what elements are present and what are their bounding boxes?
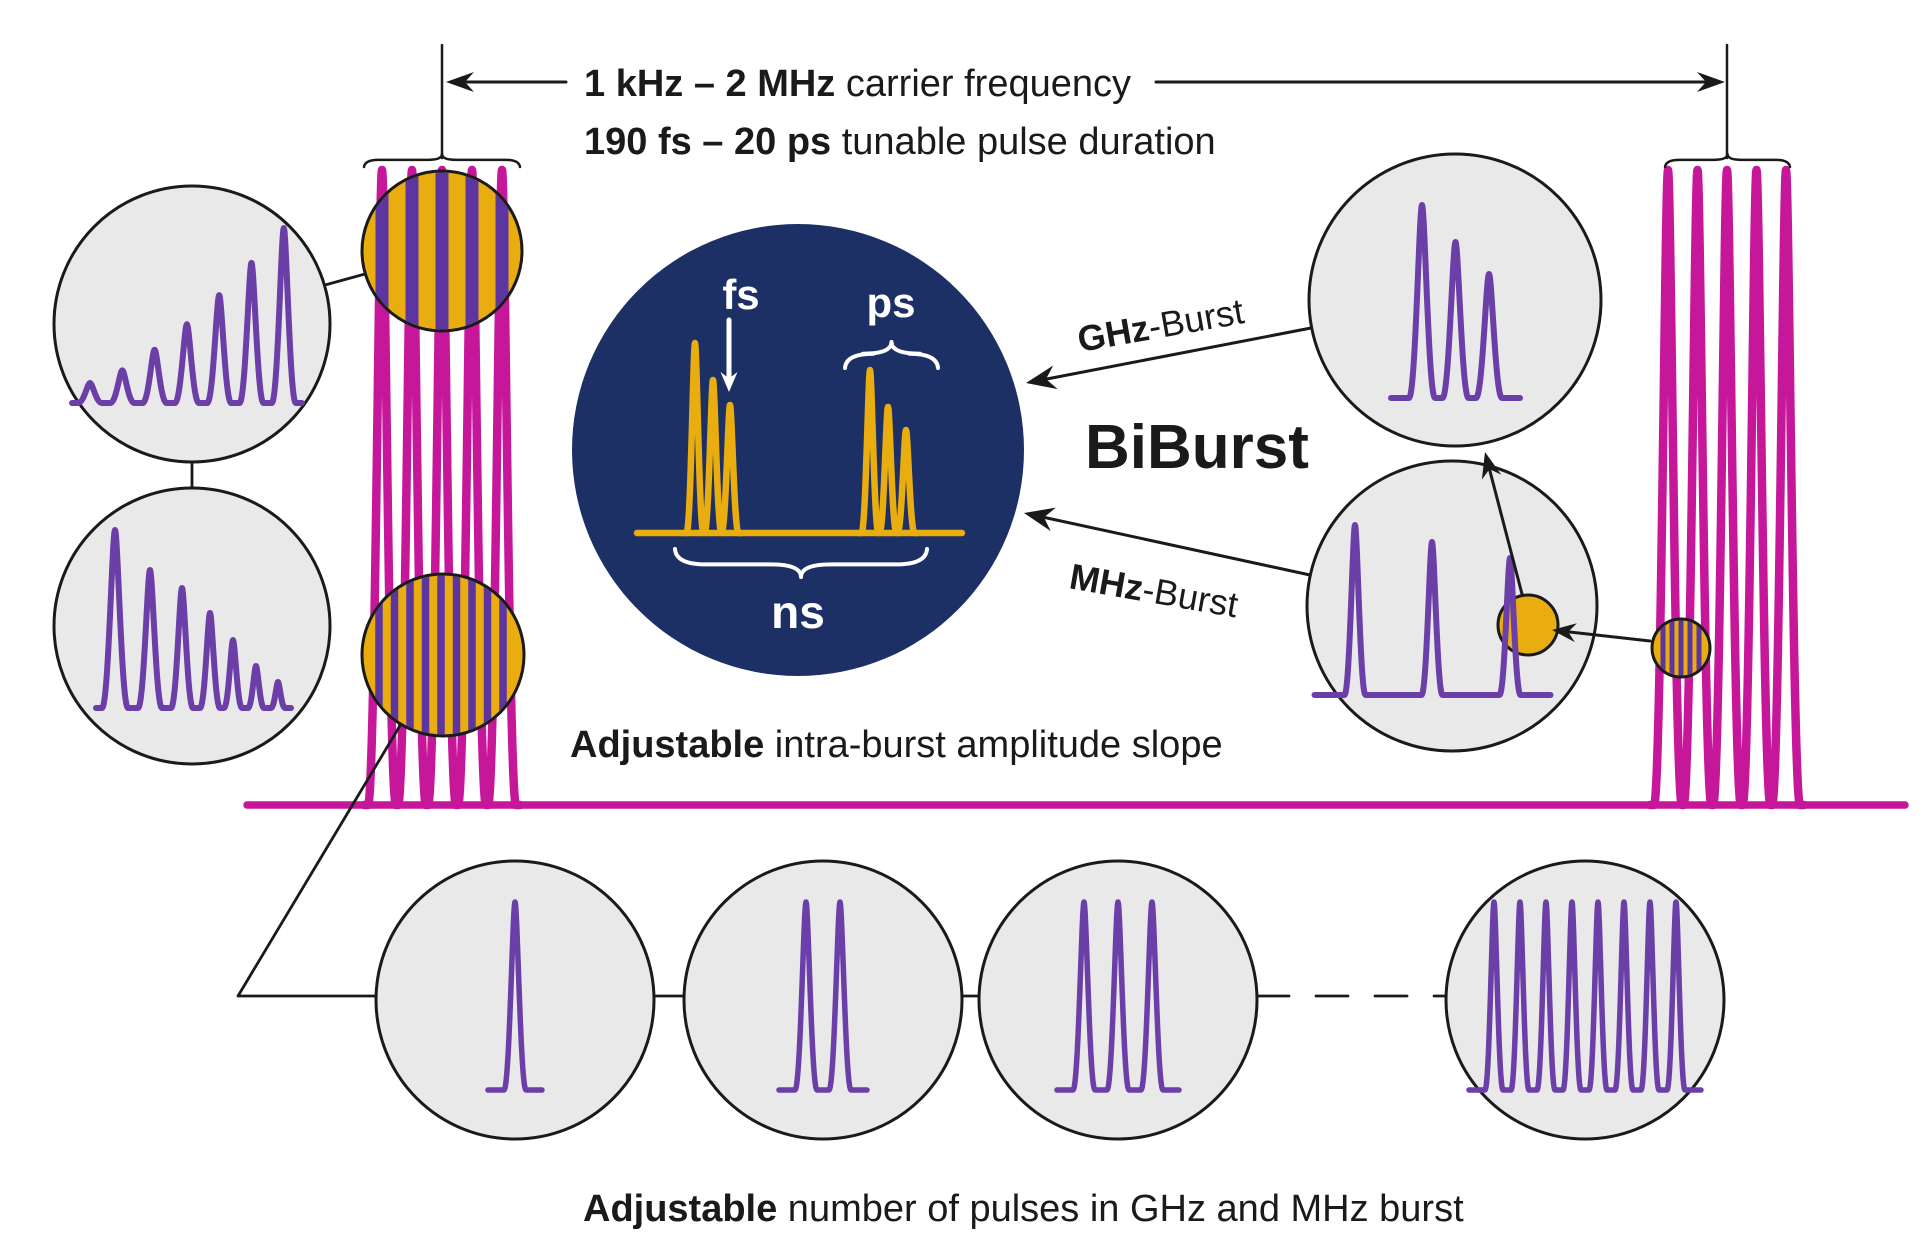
amplitude-slope-circles xyxy=(52,184,367,766)
biburst-blue-circle xyxy=(572,224,1024,676)
pulse-count-pulses-3 xyxy=(1054,899,1182,1093)
burst-arrows xyxy=(1024,326,1313,577)
top-annotation xyxy=(362,43,1792,169)
pulse-count-pulses-8 xyxy=(1466,899,1704,1093)
amplitude-slope-caption: Adjustable intra-burst amplitude slope xyxy=(570,724,1223,766)
ps-label: ps xyxy=(866,279,915,326)
magnifier-to-mhz-arrow-line xyxy=(1563,629,1652,643)
descending-slope-circle xyxy=(52,486,332,766)
ghz-burst-label-bold: GHz xyxy=(1074,307,1152,360)
ghz-burst-circle xyxy=(1307,152,1603,448)
pulse-count-pulses-1 xyxy=(485,899,545,1093)
mhz-burst-pulses xyxy=(1311,522,1554,698)
ns-label: ns xyxy=(771,586,825,638)
carrier-frequency-label: 1 kHz – 2 MHz carrier frequency xyxy=(584,63,1131,105)
pulse-count-caption-rest: number of pulses in GHz and MHz burst xyxy=(777,1188,1464,1230)
ghz-burst-arrow-head xyxy=(1026,365,1058,390)
ascending-slope-pulses xyxy=(69,225,305,406)
ns-brace xyxy=(673,547,929,579)
burst-zoom-circles xyxy=(1305,152,1603,753)
pulse-count-caption: Adjustable number of pulses in GHz and M… xyxy=(583,1188,1464,1230)
mhz-burst-label-rest: -Burst xyxy=(1139,568,1241,625)
carrier-arrow-right-head xyxy=(1697,72,1725,92)
right-burst-bracket xyxy=(1663,152,1792,169)
diagram-labels: 1 kHz – 2 MHz carrier frequency 190 fs –… xyxy=(570,63,1464,1230)
pulse-count-row xyxy=(236,723,1726,1141)
ps-brace xyxy=(843,340,940,370)
carrier-pulse-magnifier-circle-stripes xyxy=(1660,620,1702,676)
mhz-burst-label: MHz-Burst xyxy=(1067,556,1242,626)
descending-slope-pulses xyxy=(93,527,294,711)
pulse-duration-range: 190 fs – 20 ps xyxy=(584,121,831,163)
pulse-duration-text: tunable pulse duration xyxy=(831,121,1216,163)
pulse-count-caption-bold: Adjustable xyxy=(583,1188,777,1230)
ghz-burst-label: GHz-Burst xyxy=(1074,290,1247,360)
pulse-duration-label: 190 fs – 20 ps tunable pulse duration xyxy=(584,121,1216,163)
carrier-arrow-left-head xyxy=(446,72,474,92)
magnifier-to-ghz-arrow-head xyxy=(1481,452,1502,480)
mhz-burst-circle xyxy=(1305,459,1599,753)
fs-arrow-head xyxy=(720,372,738,392)
pulse-count-circle-2 xyxy=(682,859,964,1141)
diagram-graphics xyxy=(52,43,1909,1141)
mhz-burst-arrow-head xyxy=(1024,507,1056,532)
ghz-burst-label-rest: -Burst xyxy=(1145,290,1247,347)
amplitude-slope-caption-rest: intra-burst amplitude slope xyxy=(764,724,1222,766)
left-burst-magnifiers xyxy=(360,169,526,738)
mhz-burst-arrow-line xyxy=(1038,514,1312,577)
mhz-magnifier-circle-stripes xyxy=(375,575,507,735)
pulse-count-circle-3 xyxy=(977,859,1259,1141)
carrier-frequency-range: 1 kHz – 2 MHz xyxy=(584,63,835,105)
mhz-burst-label-bold: MHz xyxy=(1067,556,1147,609)
pulse-count-circle-1 xyxy=(374,859,656,1141)
magnifier-to-mhz-arrow-head xyxy=(1552,623,1577,643)
amplitude-slope-caption-bold: Adjustable xyxy=(570,724,764,766)
ps-pulse-group xyxy=(856,366,920,537)
ghz-burst-arrow-line xyxy=(1040,326,1313,382)
fs-pulse-group xyxy=(681,339,744,537)
ghz-burst-pulses xyxy=(1388,202,1523,401)
fs-label: fs xyxy=(722,271,759,318)
pulse-count-pulses-2 xyxy=(776,899,870,1093)
magnifier-to-row-connector xyxy=(236,723,403,998)
ascending-to-magnifier-connector xyxy=(323,272,367,287)
biburst-title: BiBurst xyxy=(1085,413,1309,482)
magnifier-to-ghz-arrow-line xyxy=(1487,464,1524,596)
right-carrier-burst xyxy=(1645,165,1809,810)
carrier-frequency-text: carrier frequency xyxy=(835,63,1131,105)
left-burst-bracket xyxy=(362,152,522,169)
right-burst-magnifier xyxy=(1552,617,1712,679)
